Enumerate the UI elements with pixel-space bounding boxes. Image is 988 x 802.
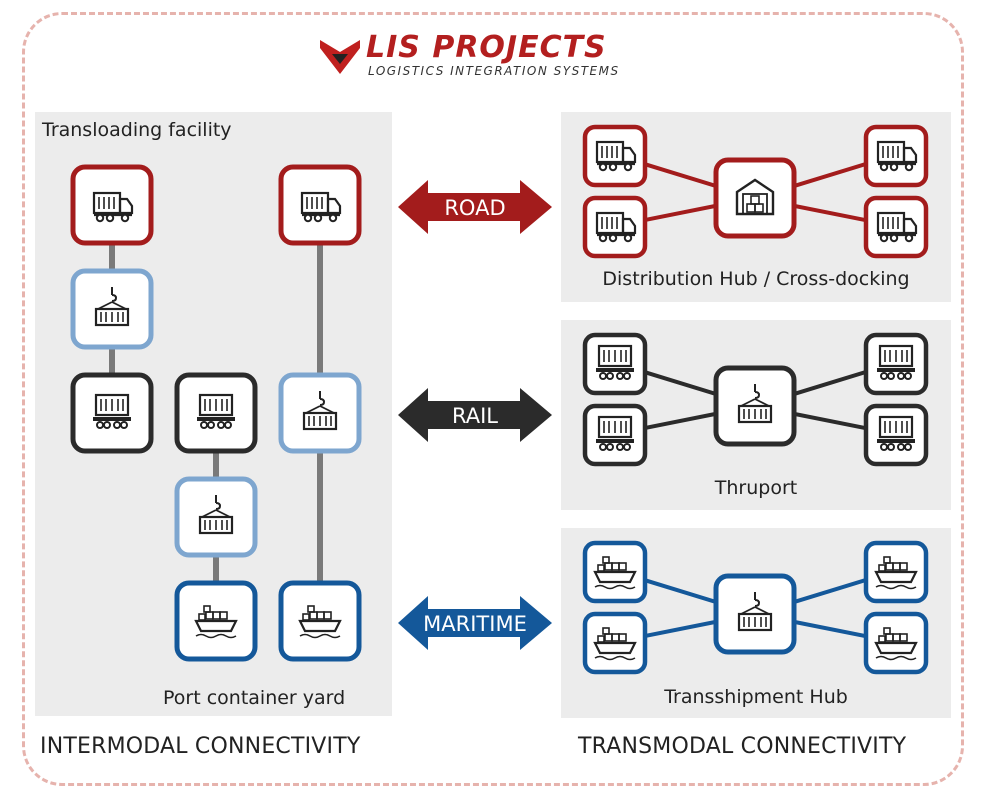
rail-satellite bbox=[863, 403, 929, 467]
road-label: ROAD bbox=[444, 196, 505, 220]
crane-node bbox=[278, 372, 362, 454]
logo: LIS PROJECTS LOGISTICS INTEGRATION SYSTE… bbox=[318, 30, 638, 84]
maritime-satellite bbox=[863, 611, 929, 675]
truck-node bbox=[278, 164, 362, 246]
logo-subtitle: LOGISTICS INTEGRATION SYSTEMS bbox=[368, 64, 620, 78]
rail-label: RAIL bbox=[452, 404, 498, 428]
road-satellite bbox=[582, 195, 648, 259]
rail-satellite bbox=[863, 332, 929, 396]
road-arrow bbox=[398, 180, 552, 234]
crane-node bbox=[70, 268, 154, 350]
rail-arrow bbox=[398, 388, 552, 442]
road-panel-label: Distribution Hub / Cross-docking bbox=[602, 268, 910, 290]
road-satellite bbox=[863, 124, 929, 188]
maritime-arrow bbox=[398, 596, 552, 650]
maritime-label: MARITIME bbox=[423, 612, 527, 636]
rail-node bbox=[70, 372, 154, 454]
port-yard-label: Port container yard bbox=[163, 687, 346, 709]
maritime-panel-label: Transshipment Hub bbox=[664, 686, 848, 708]
road-satellite bbox=[582, 124, 648, 188]
transloading-label: Transloading facility bbox=[42, 119, 232, 141]
road-hub bbox=[713, 157, 797, 239]
ship-node bbox=[278, 580, 362, 662]
intermodal-heading: INTERMODAL CONNECTIVITY bbox=[40, 734, 361, 759]
maritime-satellite bbox=[582, 611, 648, 675]
rail-hub bbox=[713, 365, 797, 447]
outer-frame bbox=[22, 12, 964, 786]
truck-node bbox=[70, 164, 154, 246]
ship-node bbox=[174, 580, 258, 662]
maritime-satellite bbox=[582, 540, 648, 604]
logo-title: LIS PROJECTS bbox=[366, 30, 607, 65]
rail-node bbox=[174, 372, 258, 454]
rail-panel-label: Thruport bbox=[714, 477, 798, 499]
road-satellite bbox=[863, 195, 929, 259]
rail-satellite bbox=[582, 403, 648, 467]
transmodal-heading: TRANSMODAL CONNECTIVITY bbox=[578, 734, 907, 759]
maritime-hub bbox=[713, 573, 797, 655]
crane-node bbox=[174, 476, 258, 558]
logo-mark-icon bbox=[320, 40, 360, 74]
rail-satellite bbox=[582, 332, 648, 396]
maritime-satellite bbox=[863, 540, 929, 604]
